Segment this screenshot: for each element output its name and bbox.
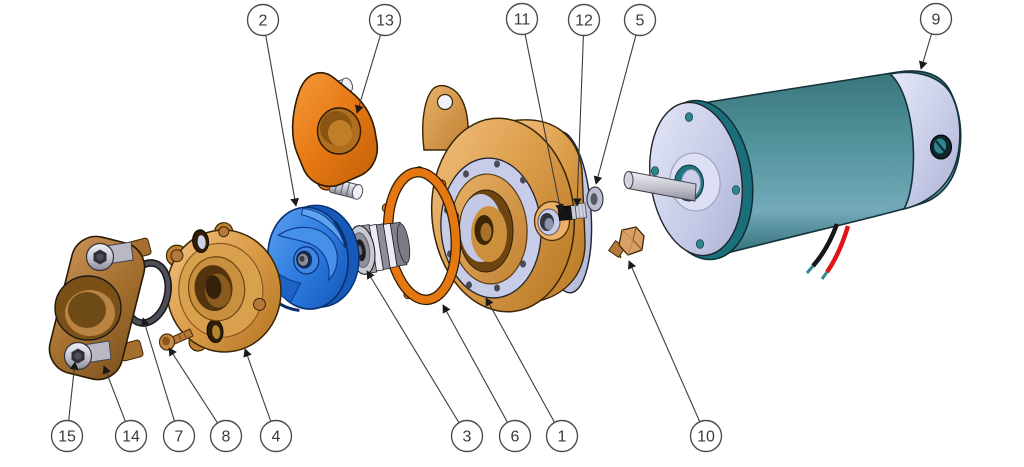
callout-balloon-15: 15 — [50, 419, 84, 453]
callout-balloon-13: 13 — [368, 3, 402, 37]
svg-text:2: 2 — [259, 13, 268, 30]
callout-balloon-3: 3 — [450, 419, 484, 453]
callout-balloon-7: 7 — [162, 419, 196, 453]
wire-red-tip — [820, 271, 829, 280]
svg-text:14: 14 — [122, 429, 140, 446]
callout-balloon-4: 4 — [259, 419, 293, 453]
brush-cap — [930, 134, 952, 160]
washer — [586, 186, 604, 212]
cover-screws — [170, 226, 266, 311]
callout-balloon-11: 11 — [505, 2, 539, 36]
top-port-flange — [291, 71, 379, 200]
impeller-hub — [293, 246, 320, 275]
callout-balloon-5: 5 — [623, 3, 657, 37]
svg-text:9: 9 — [932, 12, 941, 29]
electric-motor — [623, 70, 962, 280]
svg-text:5: 5 — [636, 13, 645, 30]
svg-text:12: 12 — [575, 13, 593, 30]
callout-balloon-2: 2 — [246, 3, 280, 37]
port-bore — [54, 275, 122, 341]
svg-text:13: 13 — [376, 13, 394, 30]
cover-plate — [165, 222, 282, 353]
callout-balloons: 2 13 11 12 5 9 15 14 — [50, 2, 953, 453]
port-flange-group — [48, 235, 152, 381]
cover-slots — [192, 229, 224, 344]
callout-balloon-6: 6 — [498, 419, 532, 453]
motor-shaft — [623, 170, 697, 202]
pump-body — [422, 84, 604, 313]
callout-balloon-12: 12 — [567, 3, 601, 37]
wire-black-tip — [805, 265, 815, 274]
mounting-ear — [422, 84, 469, 151]
svg-text:6: 6 — [511, 429, 520, 446]
svg-text:11: 11 — [514, 12, 531, 29]
callout-balloon-14: 14 — [114, 419, 148, 453]
flange-port-hole — [316, 107, 362, 155]
svg-text:3: 3 — [463, 429, 472, 446]
svg-text:7: 7 — [175, 429, 184, 446]
svg-text:4: 4 — [272, 429, 281, 446]
pump-bore — [450, 173, 528, 285]
cover-bore — [187, 256, 246, 322]
motor-rear-cap — [888, 71, 961, 211]
motor-wires — [805, 223, 851, 280]
svg-text:10: 10 — [697, 429, 715, 446]
cover-screw — [158, 328, 194, 351]
callout-balloon-1: 1 — [545, 419, 579, 453]
callout-balloon-9: 9 — [919, 2, 953, 36]
motor-face-screw-holes — [651, 112, 741, 249]
callout-balloon-10: 10 — [689, 419, 723, 453]
wire-red — [825, 225, 851, 274]
svg-text:1: 1 — [558, 429, 567, 446]
svg-text:8: 8 — [222, 429, 231, 446]
svg-text:15: 15 — [58, 429, 76, 446]
callout-balloon-8: 8 — [209, 419, 243, 453]
hex-plug — [607, 226, 645, 259]
flange-socket-screw-top — [85, 241, 134, 272]
wire-black — [811, 223, 840, 268]
shaft-seal-element — [557, 205, 578, 221]
